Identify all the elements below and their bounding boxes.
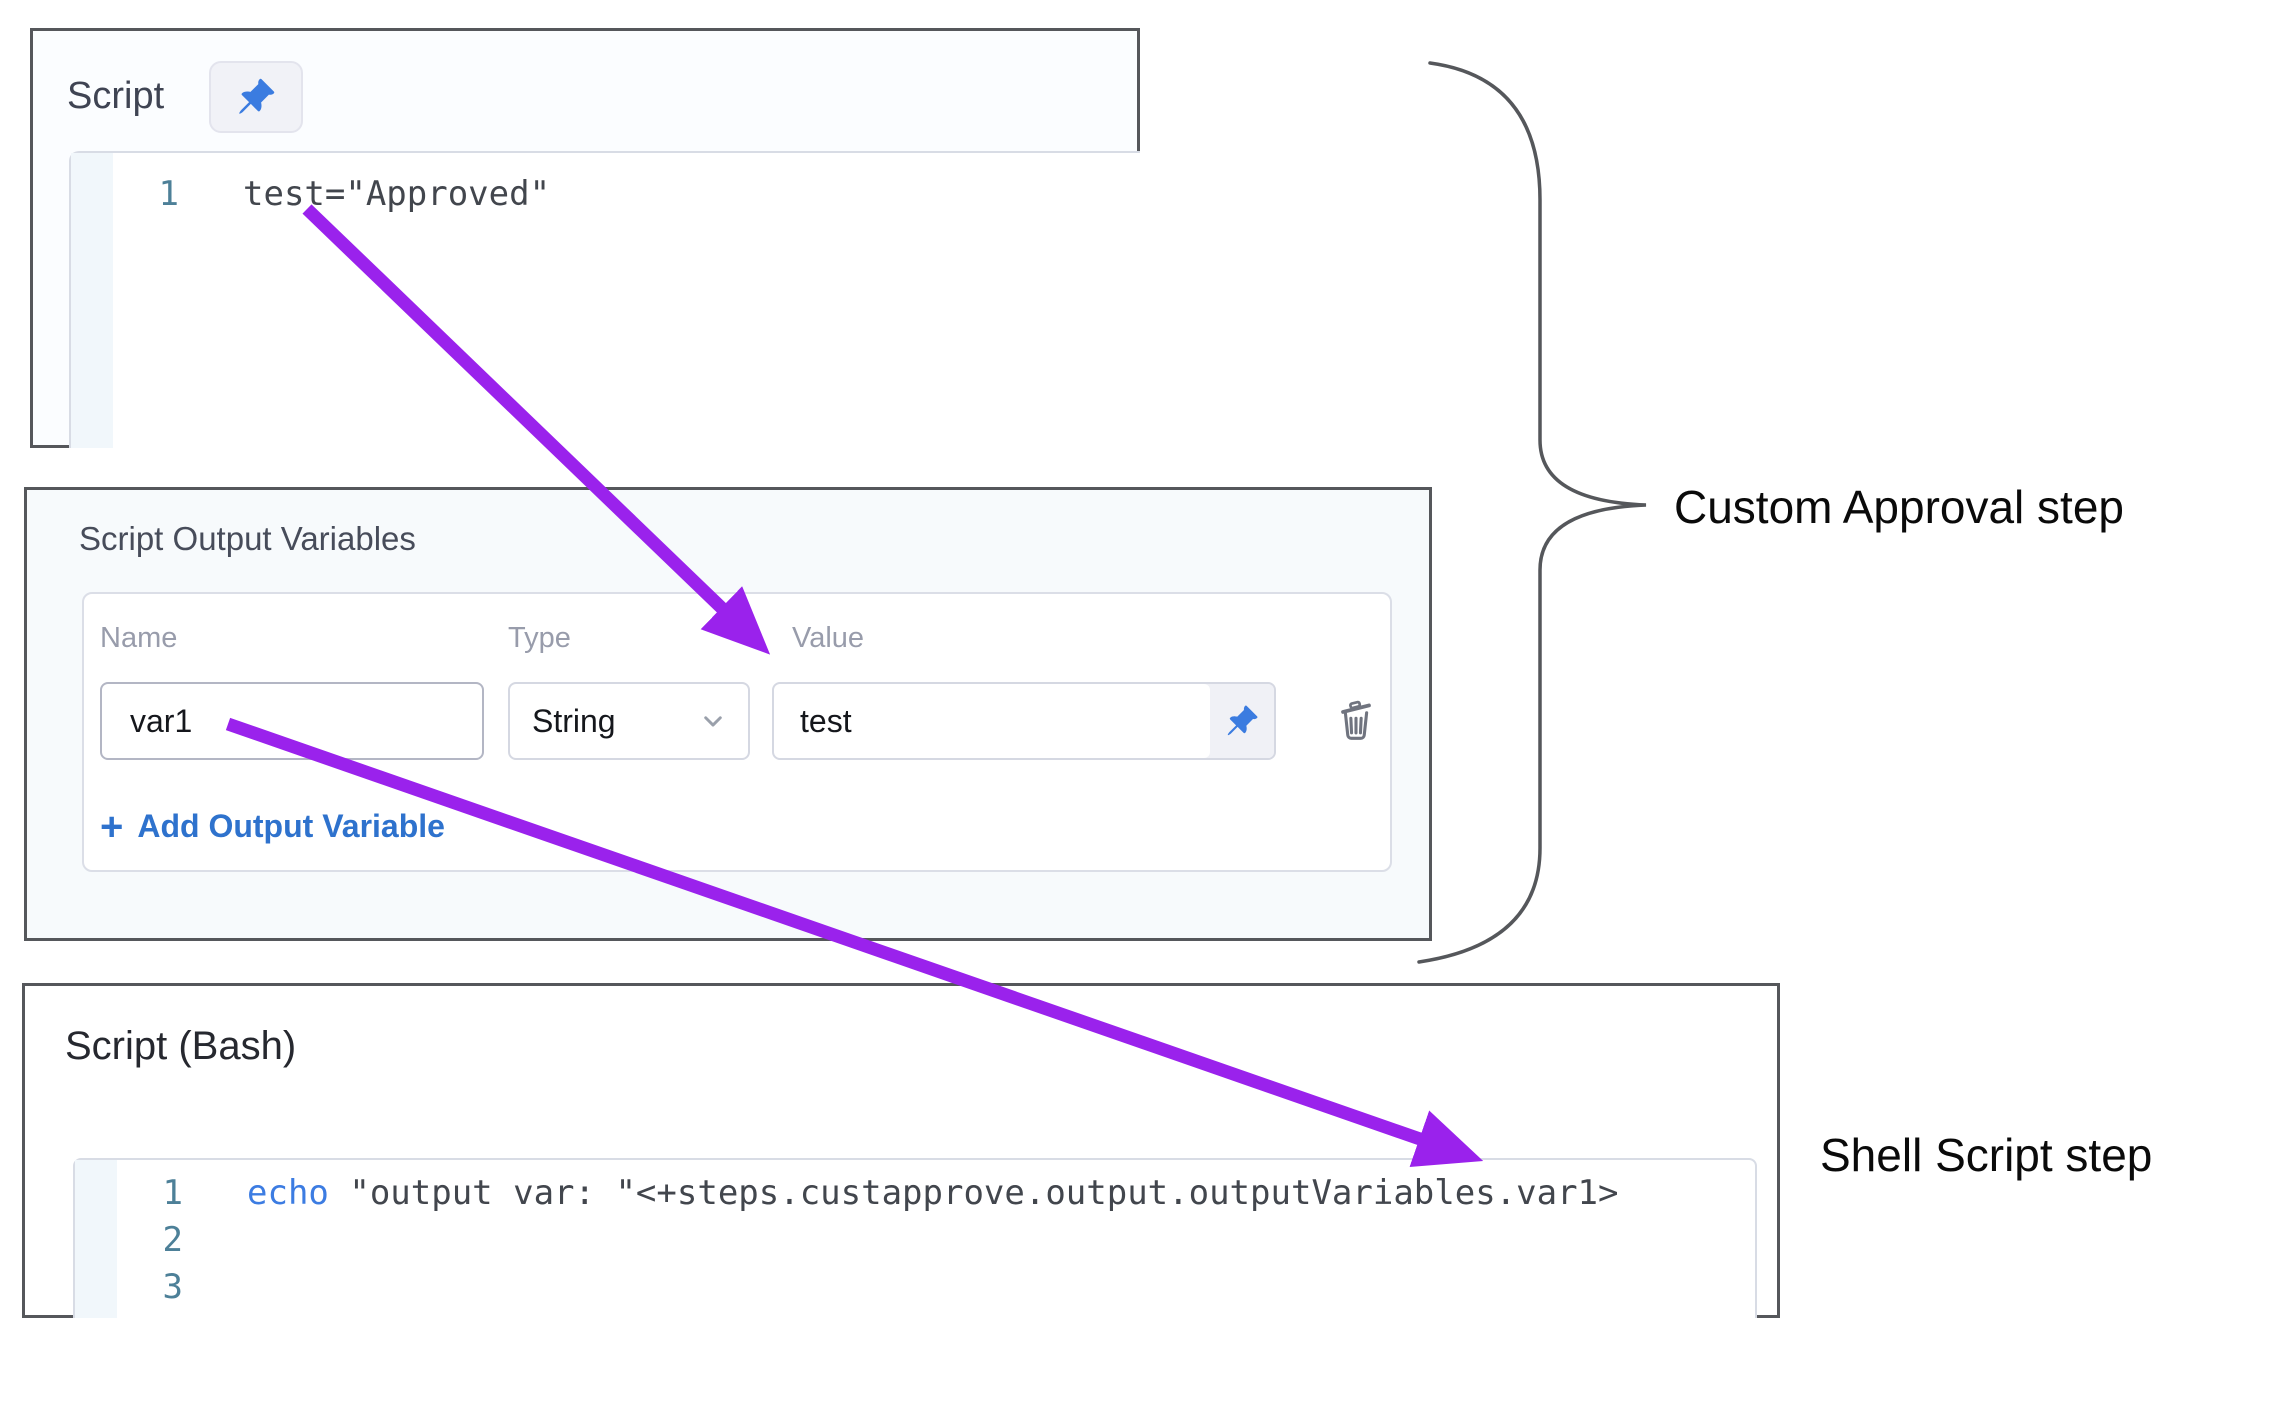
variables-card: Name Type Value String <box>82 592 1392 872</box>
bash-panel-title: Script (Bash) <box>65 1024 297 1068</box>
script-output-variables-panel: Script Output Variables Name Type Value … <box>24 487 1432 941</box>
selected-type: String <box>532 702 616 739</box>
editor-gutter <box>71 153 113 448</box>
trash-icon <box>1341 700 1371 740</box>
variable-value-field <box>772 682 1276 760</box>
add-output-variable-label: Add Output Variable <box>137 808 445 844</box>
variable-value-input[interactable] <box>774 684 1210 758</box>
code-line: 2 <box>75 1217 1755 1264</box>
code-line: 1 echo "output var: "<+steps.custapprove… <box>75 1170 1755 1217</box>
code-rest: "output var: "<+steps.custapprove.output… <box>328 1173 1619 1213</box>
line-number: 3 <box>162 1267 183 1307</box>
line-number: 2 <box>162 1220 183 1260</box>
code-text: test="Approved" <box>243 174 551 214</box>
script-bash-panel: Script (Bash) 1 echo "output var: "<+ste… <box>22 983 1780 1318</box>
delete-variable-button[interactable] <box>1326 690 1386 750</box>
pushpin-icon <box>239 78 275 114</box>
editor-gutter <box>75 1160 117 1318</box>
keyword-echo: echo <box>247 1173 329 1213</box>
variables-panel-title: Script Output Variables <box>79 520 416 557</box>
code-text: echo "output var: "<+steps.custapprove.o… <box>247 1170 1618 1217</box>
line-number: 1 <box>158 174 179 214</box>
line-number: 1 <box>162 1173 183 1213</box>
bash-code-editor[interactable]: 1 echo "output var: "<+steps.custapprove… <box>73 1158 1757 1318</box>
script-panel: Script 1 test="Approved" <box>30 28 1140 448</box>
pin-button[interactable] <box>209 61 303 133</box>
value-pin-button[interactable] <box>1210 684 1274 758</box>
variable-name-input[interactable] <box>100 682 484 760</box>
script-code-editor[interactable]: 1 test="Approved" <box>69 151 1140 448</box>
code-line: 1 test="Approved" <box>71 171 1140 218</box>
shell-script-step-label: Shell Script step <box>1820 1129 2153 1181</box>
curly-brace <box>1417 61 1647 964</box>
add-output-variable-link[interactable]: + Add Output Variable <box>100 804 445 849</box>
script-panel-title: Script <box>67 75 165 117</box>
custom-approval-step-label: Custom Approval step <box>1674 481 2125 533</box>
pushpin-icon <box>1227 705 1258 736</box>
name-column-label: Name <box>100 622 178 654</box>
type-column-label: Type <box>508 622 571 654</box>
plus-icon: + <box>100 804 124 849</box>
chevron-down-icon <box>704 716 722 727</box>
code-line: 3 <box>75 1264 1755 1311</box>
variable-type-select[interactable]: String <box>508 682 750 760</box>
value-column-label: Value <box>792 622 865 654</box>
